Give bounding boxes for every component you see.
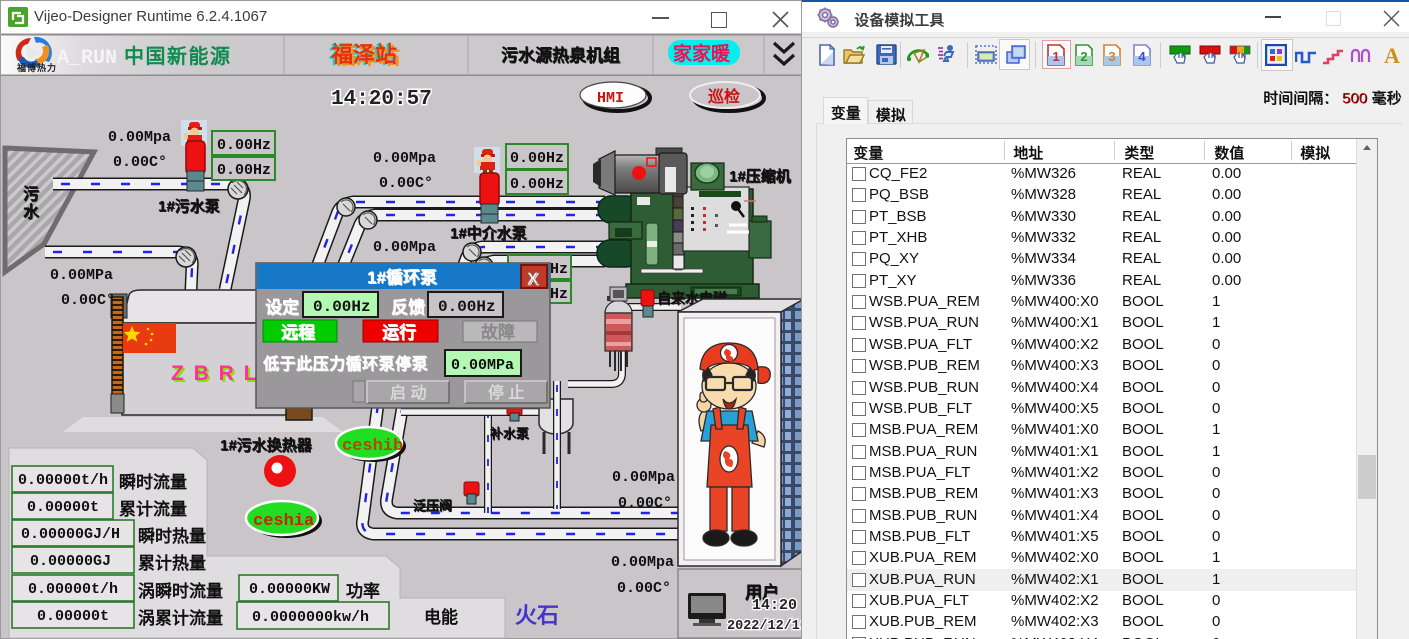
svg-text:1#压缩机: 1#压缩机 [729, 167, 791, 185]
svg-text:低于此压力循环泵停泵: 低于此压力循环泵停泵 [262, 354, 428, 373]
svg-text:福泽站: 福泽站 [328, 43, 395, 68]
svg-text:用户: 用户 [745, 582, 779, 602]
svg-text:瞬时流量: 瞬时流量 [119, 472, 187, 492]
svg-text:0.00C°: 0.00C° [617, 580, 671, 597]
svg-text:累计流量: 累计流量 [119, 499, 187, 519]
svg-text:0.00Mpa: 0.00Mpa [108, 129, 171, 146]
svg-text:A: A [1384, 44, 1400, 66]
svg-text:0.00Hz: 0.00Hz [313, 298, 371, 316]
svg-text:1: 1 [1052, 49, 1059, 64]
svg-text:福泽站: 福泽站 [330, 42, 397, 67]
svg-text:福博热力: 福博热力 [16, 62, 57, 73]
svg-text:巡检: 巡检 [708, 87, 740, 106]
svg-text:4: 4 [1138, 49, 1146, 64]
svg-text:污: 污 [23, 184, 39, 203]
svg-text:补水泵: 补水泵 [489, 426, 529, 441]
svg-text:14:20:57: 14:20:57 [331, 88, 432, 111]
svg-text:0.00C°: 0.00C° [379, 175, 433, 192]
svg-text:功率: 功率 [346, 581, 380, 601]
svg-text:1#循环泵: 1#循环泵 [367, 267, 437, 287]
svg-text:涡瞬时流量: 涡瞬时流量 [138, 581, 223, 601]
svg-text:远程: 远程 [281, 323, 315, 342]
svg-text:HMI: HMI [597, 90, 624, 107]
svg-text:0.00Hz: 0.00Hz [438, 298, 496, 316]
svg-text:0.00000t: 0.00000t [37, 608, 109, 625]
svg-text:福泽站: 福泽站 [333, 44, 400, 69]
svg-text:0.00Mpa: 0.00Mpa [373, 239, 436, 256]
svg-text:水: 水 [23, 202, 40, 221]
svg-text:1#污水泵: 1#污水泵 [158, 197, 220, 215]
svg-text:ceshib: ceshib [342, 437, 403, 456]
svg-text:0.00000KW: 0.00000KW [249, 581, 330, 598]
svg-text:故障: 故障 [481, 322, 515, 342]
svg-text:0.00C°: 0.00C° [61, 292, 115, 309]
svg-text:A_RUN: A_RUN [57, 47, 117, 70]
svg-text:0.0000000kw/h: 0.0000000kw/h [252, 609, 369, 626]
svg-text:启 动: 启 动 [390, 383, 426, 402]
svg-text:瞬时热量: 瞬时热量 [138, 526, 206, 546]
svg-text:3: 3 [1108, 49, 1115, 64]
svg-text:火石: 火石 [515, 603, 559, 628]
svg-text:0.00C°: 0.00C° [113, 154, 167, 171]
svg-text:家家暖: 家家暖 [673, 42, 731, 65]
svg-text:0.00Mpa: 0.00Mpa [611, 554, 674, 571]
svg-text:Z B R L: Z B R L [173, 364, 261, 387]
svg-text:14:20: 14:20 [752, 597, 797, 614]
svg-text:Z B R L: Z B R L [171, 362, 259, 385]
svg-text:反馈: 反馈 [391, 297, 425, 317]
svg-text:中国新能源: 中国新能源 [124, 44, 232, 68]
svg-text:X: X [527, 269, 539, 288]
svg-text:0.00Hz: 0.00Hz [217, 162, 271, 179]
svg-text:0.00000t/h: 0.00000t/h [18, 472, 108, 489]
svg-text:运行: 运行 [382, 322, 416, 342]
svg-text:1#中介水泵: 1#中介水泵 [450, 224, 527, 242]
svg-text:0.00Mpa: 0.00Mpa [612, 469, 675, 486]
svg-text:0.00000GJ: 0.00000GJ [30, 553, 111, 570]
svg-text:0.00Hz: 0.00Hz [510, 176, 564, 193]
svg-text:2022/12/10: 2022/12/10 [727, 619, 801, 634]
svg-text:0.00000t/h: 0.00000t/h [28, 581, 118, 598]
svg-text:累计热量: 累计热量 [138, 553, 206, 573]
svg-text:0.00Hz: 0.00Hz [510, 150, 564, 167]
svg-text:污水源热泉机组: 污水源热泉机组 [501, 45, 620, 65]
svg-text:停 止: 停 止 [488, 383, 524, 402]
svg-text:ceshia: ceshia [253, 512, 314, 531]
svg-text:0.00000t: 0.00000t [27, 499, 99, 516]
svg-text:0.00C°: 0.00C° [618, 495, 672, 512]
svg-text:0.00Hz: 0.00Hz [217, 137, 271, 154]
svg-text:1#污水换热器: 1#污水换热器 [220, 436, 313, 454]
svg-text:0.00MPa: 0.00MPa [50, 267, 113, 284]
svg-text:涡累计流量: 涡累计流量 [138, 608, 223, 628]
svg-text:2: 2 [1080, 49, 1087, 64]
svg-text:电能: 电能 [424, 607, 458, 627]
svg-text:0.00MPa: 0.00MPa [451, 357, 514, 374]
svg-text:设定: 设定 [265, 297, 299, 317]
svg-text:0.00Mpa: 0.00Mpa [373, 150, 436, 167]
svg-text:0.00000GJ/H: 0.00000GJ/H [21, 526, 120, 543]
svg-text:泛压阀: 泛压阀 [413, 498, 452, 513]
